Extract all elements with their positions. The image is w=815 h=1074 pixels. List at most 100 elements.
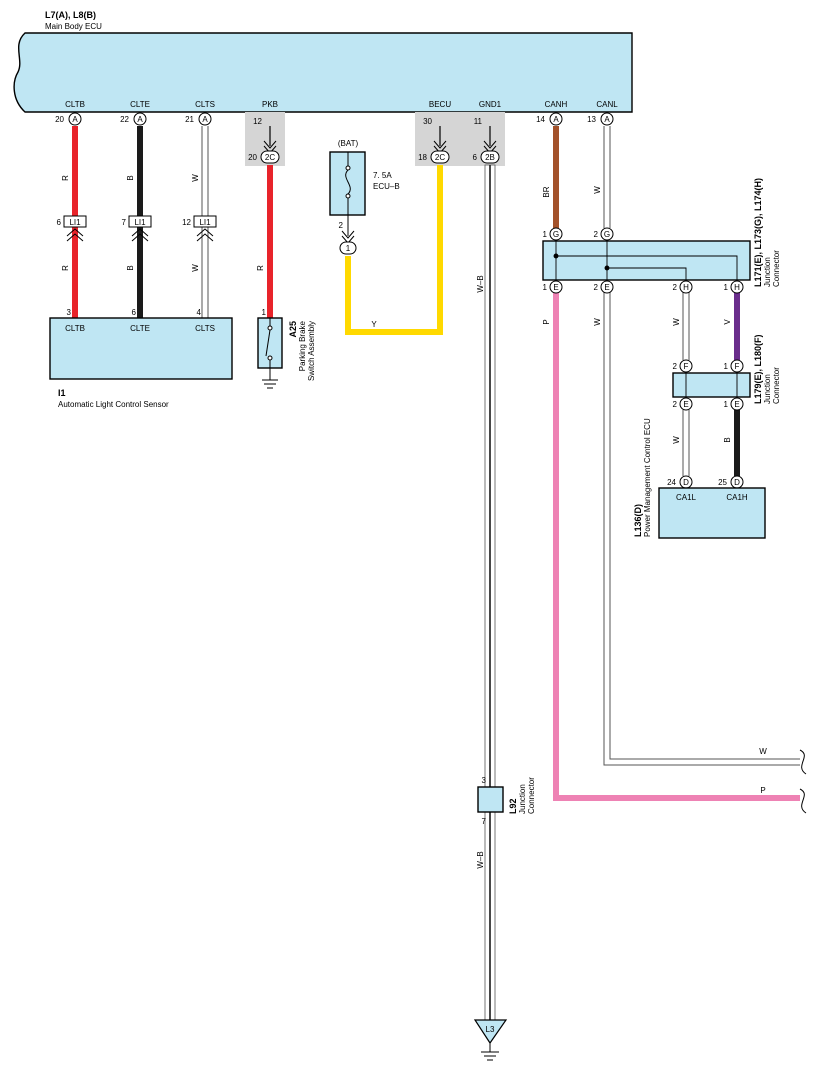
wire-becu-yellow: [345, 165, 443, 335]
wire-label-r-upper: R: [61, 175, 70, 181]
wire-label-w-vertical: W: [593, 318, 602, 326]
junction-pin-letter: E: [604, 283, 609, 292]
junction-pin-number: 2: [673, 400, 678, 409]
inline-connector-pin: 6: [57, 218, 62, 227]
junction-pin-number: 1: [724, 400, 729, 409]
junction-pin-number: 1: [543, 230, 548, 239]
wire-label-w-canl: W: [593, 186, 602, 194]
switch-symbol: [262, 318, 278, 389]
ecu-pin-letter: A: [202, 115, 208, 124]
ecu-pin-number-pkb: 12: [253, 117, 262, 126]
sensor-name: Automatic Light Control Sensor: [58, 400, 169, 409]
pm-ecu-pin-letter: D: [734, 478, 740, 487]
wire-label-b-upper: B: [126, 175, 135, 180]
junction-pin-letter: G: [553, 230, 559, 239]
wire-label-w-e2: W: [672, 436, 681, 444]
wire-label-p-right: P: [760, 786, 765, 795]
wire-w-white-right-b: [609, 291, 800, 760]
junction-top-box: [542, 240, 751, 281]
wire-label-p-vertical: P: [542, 319, 551, 324]
parking-brake-name-line1: Parking Brake: [298, 320, 307, 371]
ecu-terminal-pkb: PKB: [262, 100, 278, 109]
junction-mid-pin-e1: 1 E: [724, 397, 744, 411]
ecu-pin-number: 14: [536, 115, 545, 124]
parking-brake-pin: 1: [262, 308, 267, 317]
light-control-sensor-box: [49, 317, 233, 380]
connector-becu-2c: 18 2C: [418, 150, 450, 164]
ecu-pin-number: 21: [185, 115, 194, 124]
pm-ecu-terminal-ca1h: CA1H: [726, 493, 748, 502]
connector-pin-number: 20: [248, 153, 257, 162]
wire-label-v: V: [723, 319, 732, 325]
inline-connector-clts: 12 LI1: [182, 215, 217, 242]
main-body-ecu-name: Main Body ECU: [45, 22, 102, 31]
l92-pin-top: 3: [482, 776, 487, 785]
ecu-pin-canl: 13 A: [587, 112, 614, 126]
pm-ecu-terminal-ca1l: CA1L: [676, 493, 697, 502]
ecu-terminal-clts: CLTS: [195, 100, 215, 109]
pm-ecu-pin-letter: D: [683, 478, 689, 487]
inline-connector-label: LI1: [69, 218, 81, 227]
ecu-pin-number: 20: [55, 115, 64, 124]
inline-connector-pin: 12: [182, 218, 191, 227]
sensor-code: I1: [58, 388, 66, 398]
connector-pin-letter: 2B: [485, 153, 495, 162]
wire-label-r-lower: R: [61, 265, 70, 271]
junction-mid-name-line1: Junction: [763, 374, 772, 404]
junction-mid-box: [672, 372, 751, 398]
ground-label: L3: [486, 1025, 495, 1034]
junction-pin-number: 2: [673, 283, 678, 292]
sensor-pin-clts: 4: [197, 308, 202, 317]
connector-pin-letter: 2C: [265, 153, 275, 162]
connector-pin-letter: 2C: [435, 153, 445, 162]
wire-label-b-e1: B: [723, 437, 732, 442]
junction-top-pin-g1: 1 G: [543, 227, 563, 241]
ecu-pin-letter: A: [137, 115, 143, 124]
wire-label-wb-upper: W–B: [476, 275, 485, 292]
ecu-pin-cltb: 20 A: [55, 112, 82, 126]
main-body-ecu-box: [13, 32, 633, 113]
ecu-pin-number: 22: [120, 115, 129, 124]
main-body-ecu-code: L7(A), L8(B): [45, 10, 96, 20]
junction-l92-code: L92: [508, 798, 518, 814]
junction-l92-name-line1: Junction: [518, 784, 527, 814]
junction-pin-number: 2: [594, 283, 599, 292]
junction-pin-letter: H: [683, 283, 689, 292]
junction-pin-letter: G: [604, 230, 610, 239]
junction-pin-letter: E: [553, 283, 558, 292]
wire-label-w-upper: W: [191, 174, 200, 182]
fuse-symbol: [345, 152, 351, 215]
ecu-pin-letter: A: [604, 115, 610, 124]
sensor-terminal-clts: CLTS: [195, 324, 215, 333]
connector-pin-number: 18: [418, 153, 427, 162]
fuse-name: ECU–B: [373, 182, 400, 191]
junction-pin-number: 2: [673, 362, 678, 371]
ecu-pin-letter: A: [553, 115, 559, 124]
ecu-terminal-gnd1: GND1: [479, 100, 502, 109]
junction-pin-letter: F: [684, 362, 689, 371]
ecu-terminal-canh: CANH: [545, 100, 568, 109]
sensor-terminal-clte: CLTE: [130, 324, 150, 333]
sensor-pin-cltb: 3: [67, 308, 72, 317]
wire-w-white-right-a: [603, 291, 800, 766]
wire-break-w: [799, 749, 807, 775]
pm-ecu-pin-ca1l: 24 D: [667, 475, 693, 489]
fuse-source: (BAT): [338, 139, 359, 148]
junction-mid-pin-f2: 2 F: [673, 359, 693, 373]
wire-label-w-lower: W: [191, 264, 200, 272]
junction-top-pin-h1: 1 H: [724, 280, 744, 294]
wire-label-r-pkb: R: [256, 265, 265, 271]
junction-top-internal: [553, 241, 738, 280]
wire-label-y: Y: [371, 320, 377, 329]
inline-connector-cltb: 6 LI1: [57, 215, 87, 242]
parking-brake-name-line2: Switch Assembly: [307, 321, 316, 381]
wire-p-pink: [553, 291, 800, 801]
ecu-pin-number-becu: 30: [423, 117, 432, 126]
pm-ecu-code: L136(D): [633, 504, 643, 537]
ground-triangle: [473, 1019, 508, 1045]
ecu-pin-number: 13: [587, 115, 596, 124]
junction-pin-letter: E: [683, 400, 688, 409]
junction-pin-letter: E: [734, 400, 739, 409]
junction-top-pin-e1: 1 E: [543, 280, 563, 294]
